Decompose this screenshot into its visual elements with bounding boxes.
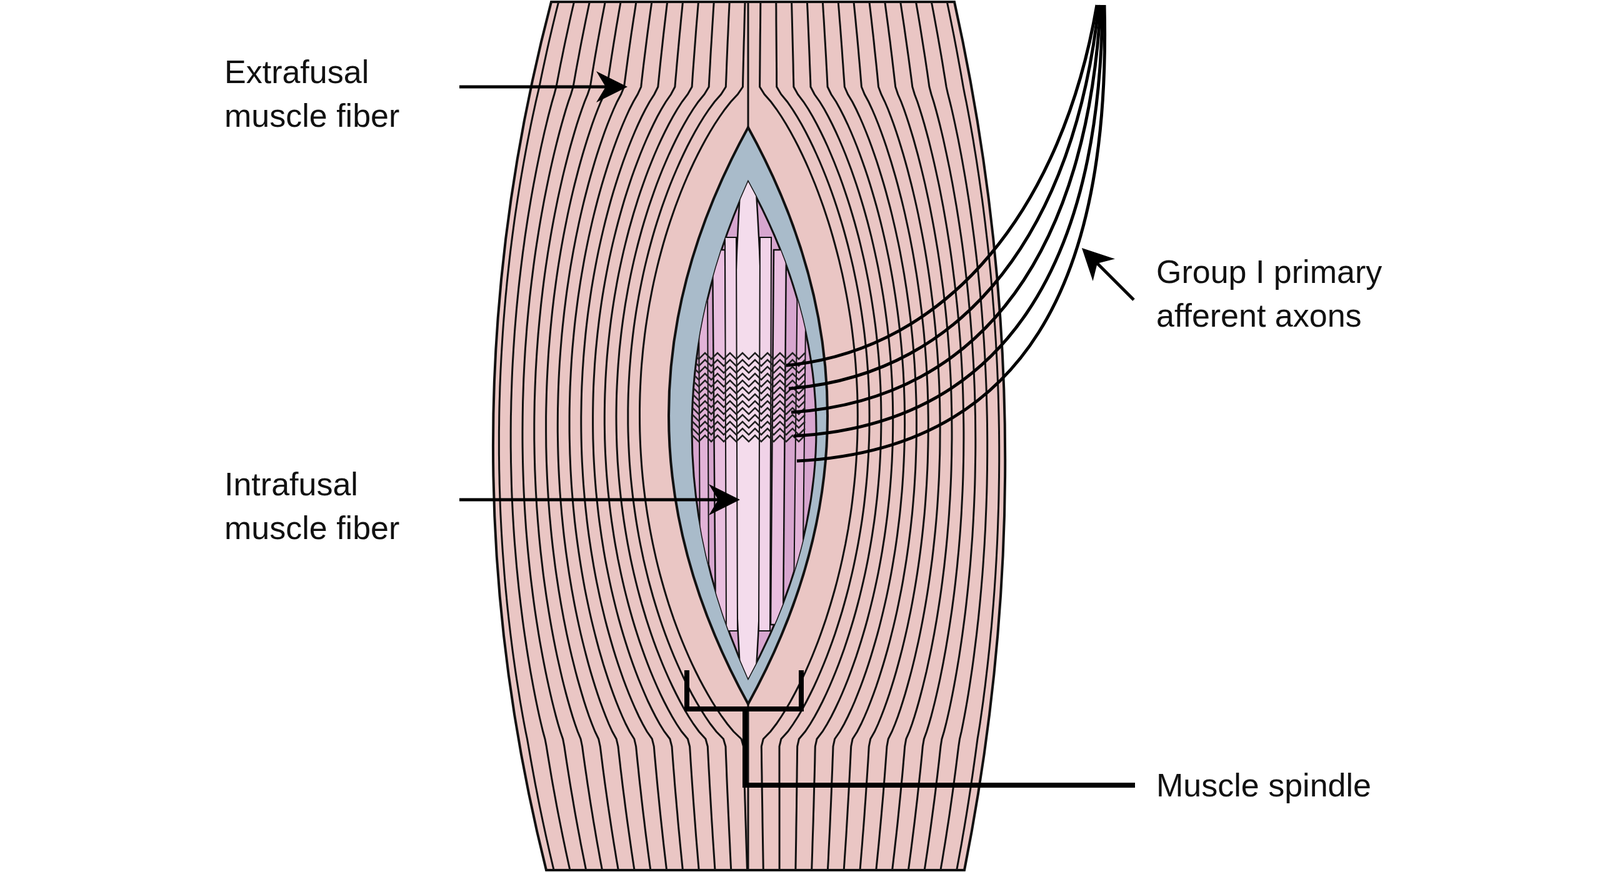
spindle-bracket: [686, 670, 1135, 786]
callout-label: Extrafusal muscle fiber: [224, 50, 437, 138]
fiber-line: [498, 0, 560, 872]
fiber-line: [946, 0, 1000, 872]
fiber-line: [899, 0, 964, 872]
fiber-line: [915, 0, 976, 872]
callout-label: Muscle spindle: [1156, 763, 1372, 808]
nerve-wrap: [692, 421, 805, 429]
fiber-line: [747, 0, 750, 128]
leader-arrow: [459, 498, 734, 502]
fiber-line: [510, 0, 575, 872]
spindle-capsule: [668, 127, 828, 705]
nerve-wrap: [692, 394, 805, 401]
fiber-line: [581, 0, 669, 872]
nerve-wrap: [692, 408, 805, 415]
nerve-wrap: [692, 373, 805, 380]
fiber-line: [838, 0, 917, 872]
nerve-wrap: [692, 366, 805, 374]
callout-label: Intrafusal muscle fiber: [224, 462, 437, 550]
fiber-line: [868, 0, 940, 872]
nerve-wrap: [692, 380, 805, 387]
leader-arrow: [1086, 252, 1134, 300]
spindle-interior: [691, 181, 817, 679]
nerve-wrap: [692, 401, 805, 408]
fiber-line: [822, 0, 905, 872]
nerve-wrap: [692, 353, 805, 360]
nerve-wrap: [692, 415, 805, 422]
nerve-wrap: [692, 428, 805, 435]
callout-label: Group I primary afferent axons: [1156, 250, 1432, 338]
nerve-wrap: [692, 387, 805, 394]
intrafusal-fibers: [692, 181, 807, 679]
fiber-line: [616, 0, 715, 872]
nerve-wrap: [692, 435, 805, 442]
extrafusal-fibers: [498, 0, 999, 872]
afferent-axons: [786, 5, 1105, 462]
leader-arrow: [459, 85, 622, 89]
muscle-outline: [493, 1, 1005, 871]
